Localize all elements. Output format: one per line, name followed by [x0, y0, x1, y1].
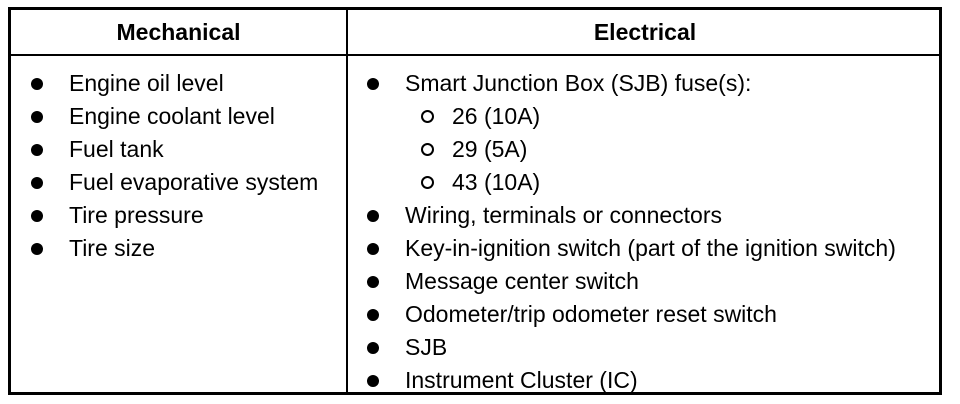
bullet-icon: [31, 242, 43, 255]
electrical-header: Electrical: [593, 18, 697, 45]
list-item: SJB: [367, 331, 896, 364]
list-item: Engine oil level: [31, 67, 318, 100]
list-item-label: Message center switch: [405, 268, 639, 294]
bullet-icon: [31, 110, 43, 123]
sub-list-item-label: 29 (5A): [452, 136, 528, 162]
mechanical-header: Mechanical: [116, 18, 241, 45]
list-item-label: Odometer/trip odometer reset switch: [405, 301, 777, 327]
list-item-label: Instrument Cluster (IC): [405, 367, 638, 393]
bullet-icon: [31, 77, 43, 90]
bullet-icon: [367, 209, 379, 222]
list-item-label: Wiring, terminals or connectors: [405, 202, 722, 228]
bullet-icon: [367, 308, 379, 321]
list-item: Tire pressure: [31, 199, 318, 232]
bullet-icon: [367, 374, 379, 387]
open-circle-icon: [421, 143, 434, 156]
list-item: Odometer/trip odometer reset switch: [367, 298, 896, 331]
sub-list-item-label: 26 (10A): [452, 103, 541, 129]
list-item-label: Tire pressure: [69, 202, 204, 228]
bullet-icon: [367, 77, 379, 90]
list-item: Wiring, terminals or connectors: [367, 199, 896, 232]
list-item-label: Key-in-ignition switch (part of the igni…: [405, 235, 896, 261]
open-circle-icon: [421, 176, 434, 189]
bullet-icon: [367, 275, 379, 288]
bullet-icon: [31, 209, 43, 222]
list-item: Instrument Cluster (IC): [367, 364, 896, 397]
list-item-label: Smart Junction Box (SJB) fuse(s):: [405, 70, 752, 96]
column-divider: [346, 10, 348, 392]
header-divider: [11, 54, 939, 56]
bullet-icon: [31, 143, 43, 156]
list-item-label: Fuel evaporative system: [69, 169, 319, 195]
list-item-label: Fuel tank: [69, 136, 164, 162]
sub-list-item: 43 (10A): [367, 166, 896, 199]
sub-list-item-label: 43 (10A): [452, 169, 541, 195]
list-item-label: Engine oil level: [69, 70, 224, 96]
list-item-label: Engine coolant level: [69, 103, 275, 129]
list-item: Engine coolant level: [31, 100, 318, 133]
sub-list-item: 26 (10A): [367, 100, 896, 133]
bullet-icon: [367, 341, 379, 354]
list-item: Message center switch: [367, 265, 896, 298]
list-item: Key-in-ignition switch (part of the igni…: [367, 232, 896, 265]
mechanical-list: Engine oil level Engine coolant level Fu…: [31, 67, 318, 265]
list-item: Fuel evaporative system: [31, 166, 318, 199]
electrical-list: Smart Junction Box (SJB) fuse(s): 26 (10…: [367, 67, 896, 397]
list-item: Fuel tank: [31, 133, 318, 166]
list-item: Smart Junction Box (SJB) fuse(s):: [367, 67, 896, 100]
bullet-icon: [367, 242, 379, 255]
diagnostic-table: Mechanical Electrical Engine oil level E…: [8, 7, 942, 395]
list-item: Tire size: [31, 232, 318, 265]
open-circle-icon: [421, 110, 434, 123]
bullet-icon: [31, 176, 43, 189]
sub-list-item: 29 (5A): [367, 133, 896, 166]
list-item-label: Tire size: [69, 235, 156, 261]
list-item-label: SJB: [405, 334, 448, 360]
